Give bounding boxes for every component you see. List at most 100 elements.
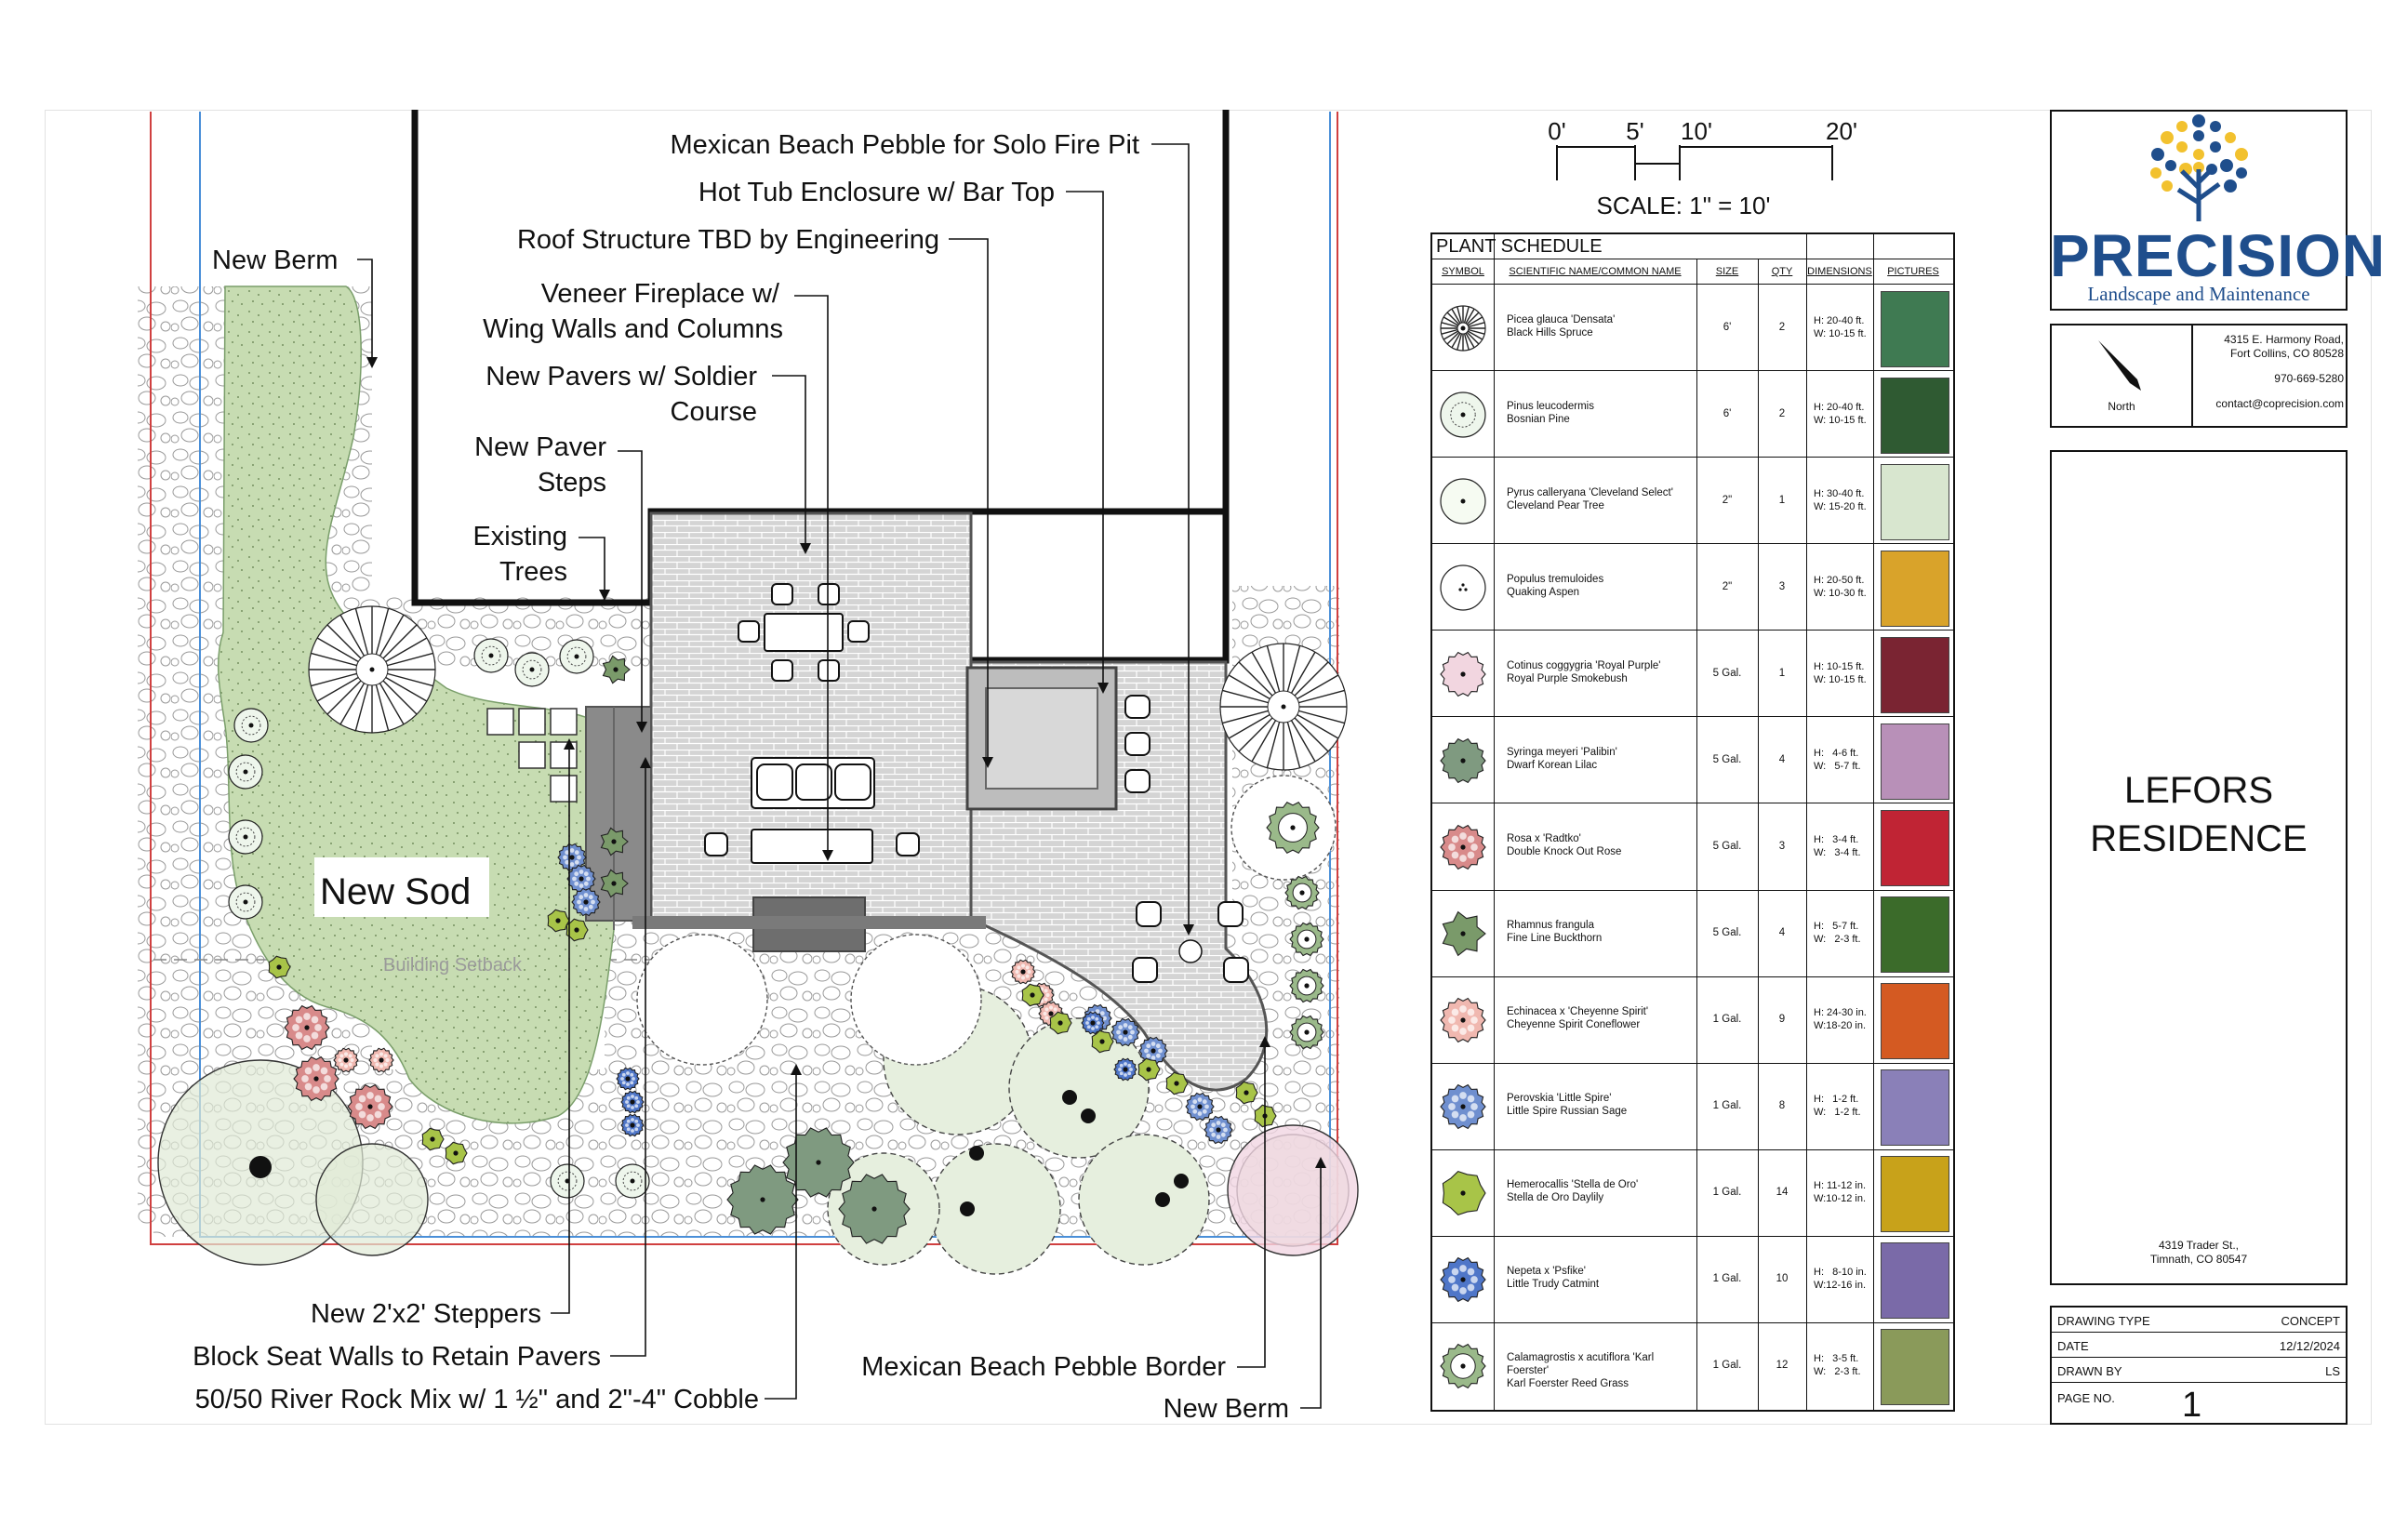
scientific-name: Picea glauca 'Densata': [1507, 313, 1616, 325]
label-steps-2: Steps: [538, 468, 606, 498]
plant-width: W: 2-3 ft.: [1814, 934, 1861, 946]
fire-pit: [1178, 939, 1203, 963]
project-address: 4319 Trader St., Timnath, CO 80547: [2052, 1239, 2346, 1267]
plant-symbol-icon: [1440, 824, 1486, 870]
page-number: 1: [2182, 1386, 2202, 1425]
header-qty: QTY: [1771, 266, 1793, 277]
label-pavers-2: Course: [671, 397, 758, 427]
plant-height: H: 20-40 ft.: [1814, 314, 1865, 326]
plant-qty: 3: [1778, 840, 1786, 852]
label-hot-tub: Hot Tub Enclosure w/ Bar Top: [698, 178, 1055, 207]
plant-qty: 10: [1776, 1273, 1789, 1285]
plant-symbol-icon: [1440, 1344, 1486, 1389]
label-setback: Building Setback: [383, 955, 523, 976]
sofa: [704, 757, 920, 864]
company-address-1: 4315 E. Harmony Road,: [2224, 333, 2344, 346]
header-dimensions: DIMENSIONS: [1807, 266, 1872, 277]
plant-size: 1 Gal.: [1712, 1360, 1742, 1372]
plant-size: 1 Gal.: [1712, 1014, 1742, 1026]
plant-symbol-icon: [1440, 998, 1486, 1043]
company-phone: 970-669-5280: [2274, 372, 2344, 385]
plant-photo: [1881, 463, 1949, 540]
plant-height: H: 10-15 ft.: [1814, 660, 1865, 672]
schedule-row: Rosa x 'Radtko'Double Knock Out Rose 5 Ga…: [1432, 803, 1953, 891]
col-line: [1873, 234, 1874, 1410]
hot-tub: [985, 687, 1098, 790]
company-address: 4315 E. Harmony Road, Fort Collins, CO 8…: [2193, 333, 2344, 411]
plant-width: W:12-16 in.: [1814, 1280, 1867, 1292]
plant-schedule: PLANT SCHEDULE SYMBOL SCIENTIFIC NAME/CO…: [1430, 232, 1955, 1412]
drawn-by-label: DRAWN BY: [2057, 1364, 2122, 1378]
plant-symbol-icon: [1440, 564, 1486, 611]
plan-labels: New Berm Mexican Beach Pebble for Solo F…: [193, 130, 1289, 1424]
plant-height: H: 20-40 ft.: [1814, 401, 1865, 413]
plant-height: H: 5-7 ft.: [1814, 921, 1859, 933]
plant-width: W: 3-4 ft.: [1814, 846, 1861, 858]
bar-stools: [1124, 695, 1249, 983]
plant-height: H: 3-5 ft.: [1814, 1353, 1859, 1365]
plant-symbol-icon: [1440, 304, 1486, 352]
header-pictures: PICTURES: [1887, 266, 1939, 277]
plant-qty: 4: [1778, 753, 1786, 765]
plant-width: W: 15-20 ft.: [1814, 500, 1867, 512]
label-new-berm-top: New Berm: [212, 246, 338, 275]
plant-size: 1 Gal.: [1712, 1100, 1742, 1112]
project-title-2: RESIDENCE: [2090, 818, 2308, 859]
plant-symbol-icon: [1440, 478, 1486, 524]
plant-qty: 12: [1776, 1360, 1789, 1372]
plant-photo: [1881, 1242, 1949, 1320]
project-address-1: 4319 Trader St.,: [2158, 1239, 2240, 1252]
plant-height: H: 4-6 ft.: [1814, 747, 1859, 759]
company-email: contact@coprecision.com: [2215, 397, 2344, 410]
scientific-name: Perovskia 'Little Spire': [1507, 1093, 1612, 1105]
scientific-name: Rosa x 'Radtko': [1507, 832, 1581, 844]
plant-size: 5 Gal.: [1712, 840, 1742, 852]
common-name: Double Knock Out Rose: [1507, 845, 1622, 857]
plant-height: H: 30-40 ft.: [1814, 487, 1865, 499]
common-name: Karl Foerster Reed Grass: [1507, 1378, 1629, 1390]
scale-label: SCALE: 1" = 10': [1597, 192, 1771, 219]
plant-size: 5 Gal.: [1712, 667, 1742, 679]
scientific-name: Calamagrostis x acutiflora 'Karl Foerste…: [1507, 1352, 1655, 1377]
logo-box: PRECISION Landscape and Maintenance: [2050, 110, 2381, 311]
common-name: Black Hills Spruce: [1507, 326, 1593, 339]
plant-photo: [1881, 983, 1949, 1060]
plant-photo: [1881, 550, 1949, 627]
plant-size: 2": [1722, 494, 1733, 506]
leader-lines: [357, 143, 1322, 1409]
scientific-name: Cotinus coggygria 'Royal Purple': [1507, 659, 1661, 671]
house-outline-east: [967, 511, 1230, 664]
label-fireplace-1: Veneer Fireplace w/: [541, 279, 780, 309]
date-value: 12/12/2024: [2279, 1339, 2340, 1353]
scientific-name: Syringa meyeri 'Palibin': [1507, 746, 1617, 758]
schedule-row: Echinacea x 'Cheyenne Spirit'Cheyenne Sp…: [1432, 977, 1953, 1064]
plant-symbol-icon: [1440, 651, 1486, 697]
plant-photo: [1881, 1156, 1949, 1233]
col-line: [1758, 259, 1759, 1410]
schedule-row: Cotinus coggygria 'Royal Purple'Royal Pu…: [1432, 631, 1953, 718]
plant-photo: [1881, 290, 1949, 367]
common-name: Cleveland Pear Tree: [1507, 499, 1604, 511]
plant-symbols: [157, 605, 1359, 1275]
plant-symbol-icon: [1440, 1257, 1486, 1303]
scale-tick-0: 0': [1548, 117, 1565, 145]
plant-width: W: 10-30 ft.: [1814, 587, 1867, 599]
project-box: LEFORS RESIDENCE 4319 Trader St., Timnat…: [2050, 450, 2348, 1285]
drawing-type-row: DRAWING TYPE CONCEPT: [2052, 1308, 2346, 1333]
plant-width: W: 5-7 ft.: [1814, 760, 1861, 772]
plant-width: W:10-12 in.: [1814, 1193, 1867, 1205]
plant-width: W: 10-15 ft.: [1814, 327, 1867, 339]
plant-photo: [1881, 1069, 1949, 1147]
plant-height: H: 20-50 ft.: [1814, 574, 1865, 586]
plant-qty: 4: [1778, 927, 1786, 939]
scientific-name: Pinus leucodermis: [1507, 400, 1594, 412]
label-fire-pit: Mexican Beach Pebble for Solo Fire Pit: [670, 130, 1139, 160]
drawing-type-value: CONCEPT: [2281, 1314, 2340, 1328]
plant-width: W: 10-15 ft.: [1814, 673, 1867, 685]
plant-width: W: 10-15 ft.: [1814, 414, 1867, 426]
plant-qty: 3: [1778, 580, 1786, 592]
plant-qty: 9: [1778, 1014, 1786, 1026]
date-row: DATE 12/12/2024: [2052, 1333, 2346, 1358]
